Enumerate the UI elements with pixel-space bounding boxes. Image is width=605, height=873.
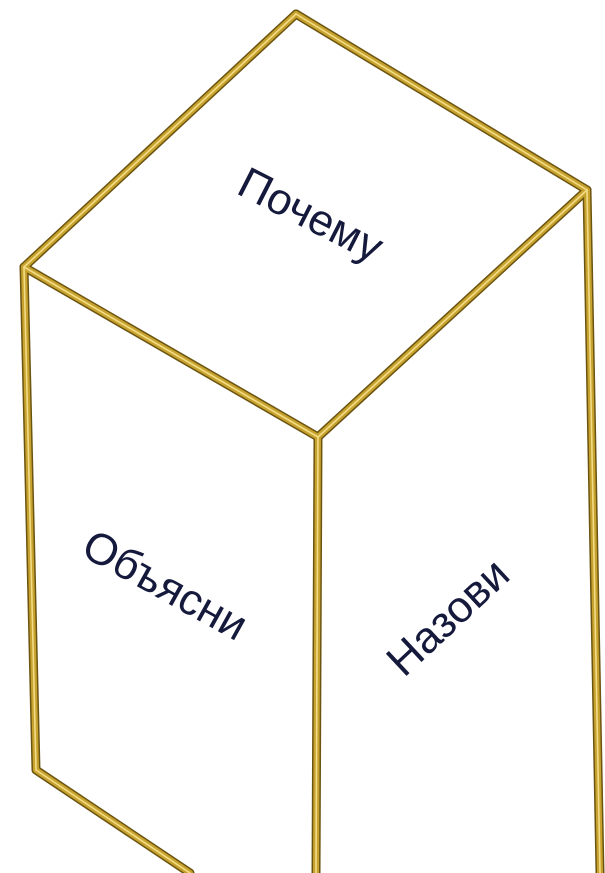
cube-diagram: Почему Объясни Назови: [0, 0, 605, 873]
